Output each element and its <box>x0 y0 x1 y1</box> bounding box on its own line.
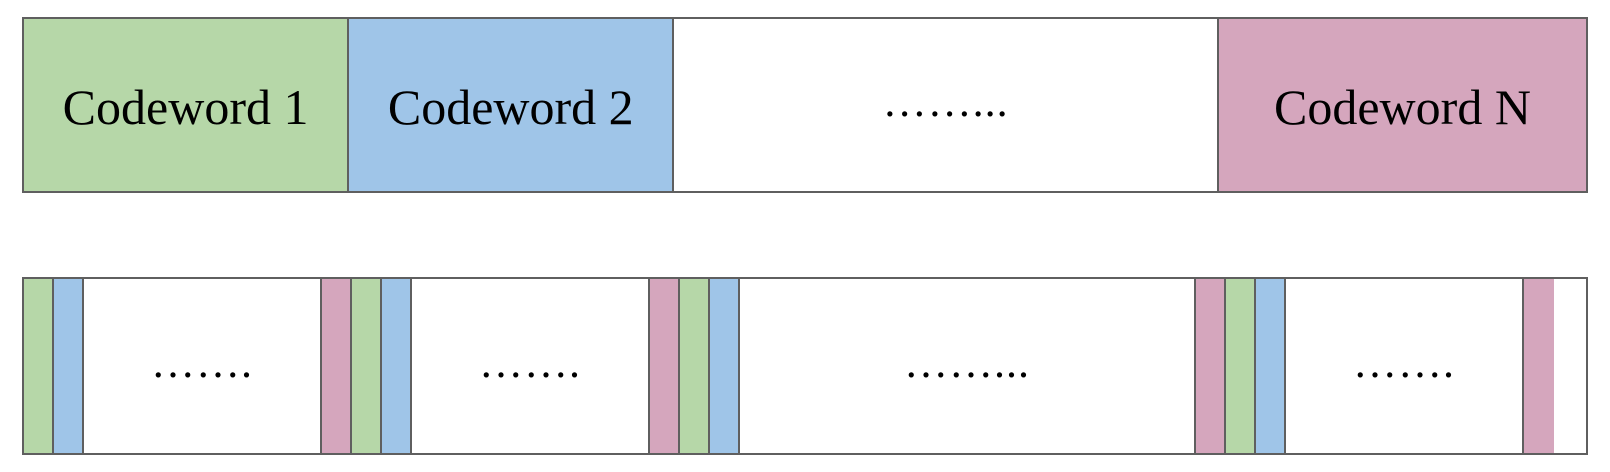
codeword-n-label: Codeword N <box>1274 79 1531 135</box>
interleaved-sequence: ……. ……. ……... ……. <box>22 277 1588 455</box>
interleaved-symbol-codeword-2 <box>710 279 740 453</box>
codeword-ellipsis: ……... <box>882 77 1009 126</box>
interleaved-gap-3: ……... <box>740 279 1196 453</box>
interleaved-symbol-codeword-n <box>322 279 352 453</box>
interleaved-gap-2: ……. <box>412 279 650 453</box>
interleaved-ellipsis-4: ……. <box>1353 338 1455 387</box>
interleaved-ellipsis-2: ……. <box>479 338 581 387</box>
interleaved-symbol-codeword-1 <box>1226 279 1256 453</box>
interleaved-symbol-codeword-n <box>1524 279 1554 453</box>
codeword-1-label: Codeword 1 <box>62 79 309 135</box>
codeword-ellipsis-block: ……... <box>674 19 1219 191</box>
interleaved-symbol-codeword-1 <box>680 279 710 453</box>
codeword-2-block: Codeword 2 <box>349 19 675 191</box>
interleaved-symbol-codeword-2 <box>1256 279 1286 453</box>
interleaved-symbol-codeword-1 <box>352 279 382 453</box>
interleaved-gap-4: ……. <box>1286 279 1524 453</box>
interleaved-symbol-codeword-n <box>650 279 680 453</box>
interleaved-symbol-codeword-n <box>1196 279 1226 453</box>
interleaved-symbol-codeword-2 <box>54 279 84 453</box>
codeword-n-block: Codeword N <box>1218 19 1587 191</box>
interleaved-symbol-codeword-1 <box>24 279 54 453</box>
codeword-2-label: Codeword 2 <box>387 79 634 135</box>
interleaved-gap-1: ……. <box>84 279 322 453</box>
interleaved-ellipsis-3: ……... <box>904 338 1030 387</box>
codeword-sequence: Codeword 1 Codeword 2 ……... Codeword N <box>22 17 1588 193</box>
interleaved-ellipsis-1: ……. <box>151 338 253 387</box>
interleaved-symbol-codeword-2 <box>382 279 412 453</box>
codeword-1-block: Codeword 1 <box>24 19 350 191</box>
